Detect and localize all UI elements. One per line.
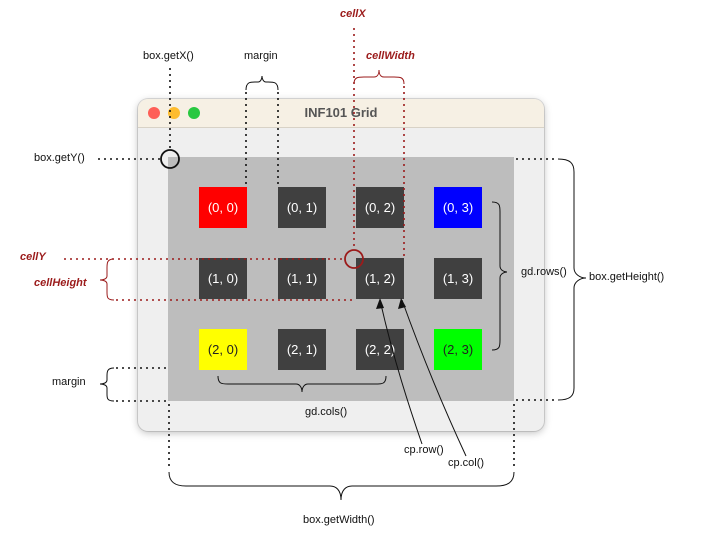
cellheight-brace <box>99 258 115 301</box>
grid-cell-0-0: (0, 0) <box>199 187 247 228</box>
grid-window: INF101 Grid (0, 0) (0, 1) (0, 2) (0, 3) … <box>138 99 544 431</box>
margin-top-brace <box>245 75 279 91</box>
grid-cell-1-2: (1, 2) <box>356 258 404 299</box>
title-bar: INF101 Grid <box>138 99 544 128</box>
label-box-getheight: box.getHeight() <box>589 271 665 283</box>
width-brace <box>168 471 515 501</box>
cp-row-arrow <box>379 299 423 445</box>
cp-col-arrowhead <box>398 298 406 309</box>
label-gd-rows: gd.rows() <box>521 266 567 278</box>
label-box-getx: box.getX() <box>143 50 194 62</box>
grid-cell-1-1: (1, 1) <box>278 258 326 299</box>
grid-cell-1-0: (1, 0) <box>199 258 247 299</box>
label-cellheight: cellHeight <box>34 277 87 289</box>
cp-row-arrowhead <box>376 298 384 309</box>
label-cp-col: cp.col() <box>448 457 485 469</box>
close-window-button[interactable] <box>148 107 160 119</box>
label-cp-row: cp.row() <box>404 444 444 456</box>
grid-cell-2-3: (2, 3) <box>434 329 482 370</box>
rows-brace <box>491 201 508 351</box>
grid-cell-1-3: (1, 3) <box>434 258 482 299</box>
grid-cell-2-0: (2, 0) <box>199 329 247 370</box>
cellwidth-brace <box>353 69 405 85</box>
label-box-getwidth: box.getWidth() <box>303 514 375 526</box>
cell-origin-marker <box>344 249 364 269</box>
cols-brace <box>217 375 387 393</box>
label-margin-top: margin <box>244 50 278 62</box>
label-box-gety: box.getY() <box>34 152 85 164</box>
grid-cell-0-2: (0, 2) <box>356 187 404 228</box>
minimize-window-button[interactable] <box>168 107 180 119</box>
window-title: INF101 Grid <box>304 105 378 120</box>
label-gd-cols: gd.cols() <box>305 406 348 418</box>
cp-col-arrow <box>401 299 467 457</box>
label-cellx: cellX <box>340 8 366 20</box>
maximize-window-button[interactable] <box>188 107 200 119</box>
label-celly: cellY <box>20 251 46 263</box>
grid-cell-0-1: (0, 1) <box>278 187 326 228</box>
label-margin-left: margin <box>52 376 86 388</box>
height-brace <box>557 158 587 401</box>
margin-left-brace <box>99 367 115 402</box>
grid-cell-2-1: (2, 1) <box>278 329 326 370</box>
grid-cell-0-3: (0, 3) <box>434 187 482 228</box>
origin-marker <box>160 149 180 169</box>
grid-box: (0, 0) (0, 1) (0, 2) (0, 3) (1, 0) (1, 1… <box>168 157 514 401</box>
label-cellwidth: cellWidth <box>366 50 415 62</box>
